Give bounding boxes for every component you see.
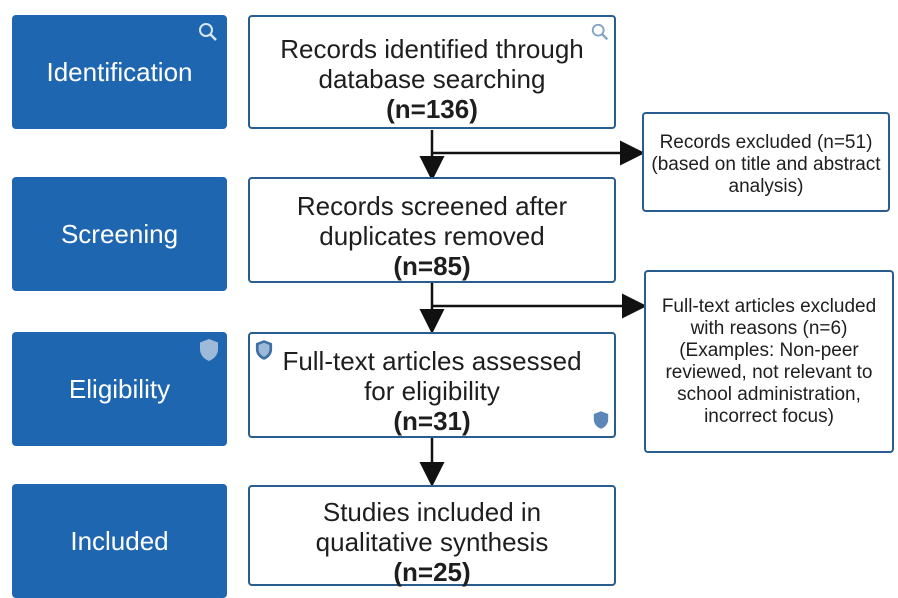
box-eligibility: Full-text articles assessed for eligibil…	[248, 332, 616, 438]
box-text: Studies included in qualitative synthesi…	[315, 497, 549, 557]
excluded-count: Full-text articles excluded with reasons…	[661, 296, 877, 339]
box-text: Full-text articles assessed for eligibil…	[282, 346, 582, 406]
phase-included: Included	[12, 484, 227, 598]
shield-icon	[593, 411, 609, 429]
excluded-count: Records excluded (n=51)	[659, 132, 873, 153]
phase-screening: Screening	[12, 177, 227, 291]
excluded-reason: (based on title and abstract analysis)	[651, 154, 881, 197]
box-identification: Records identified through database sear…	[248, 15, 616, 129]
box-count: (n=136)	[386, 94, 478, 124]
box-count: (n=85)	[393, 251, 471, 281]
magnifier-icon	[591, 23, 609, 41]
phase-identification: Identification	[12, 15, 227, 129]
phase-eligibility: Eligibility	[12, 332, 227, 446]
fulltext-excluded-box: Full-text articles excluded with reasons…	[644, 270, 894, 453]
shield-icon	[200, 339, 218, 361]
prisma-flow-diagram: Identification Screening Eligibility Inc…	[12, 0, 898, 598]
magnifier-icon	[199, 23, 217, 41]
box-text: Records screened after duplicates remove…	[296, 191, 568, 251]
phase-label: Included	[70, 525, 169, 556]
box-text: Records identified through database sear…	[280, 34, 584, 94]
excluded-reasons: (Examples: Non-peer reviewed, not releva…	[665, 340, 873, 427]
records-excluded-box: Records excluded (n=51) (based on title …	[642, 112, 890, 212]
box-included: Studies included in qualitative synthesi…	[248, 485, 616, 587]
box-count: (n=31)	[393, 406, 471, 436]
shield-icon	[255, 340, 273, 360]
box-count: (n=25)	[393, 557, 471, 587]
box-screening: Records screened after duplicates remove…	[248, 177, 616, 283]
phase-label: Eligibility	[68, 373, 171, 404]
phase-label: Identification	[46, 56, 193, 87]
connector-lines	[419, 130, 647, 487]
phase-label: Screening	[60, 218, 179, 249]
